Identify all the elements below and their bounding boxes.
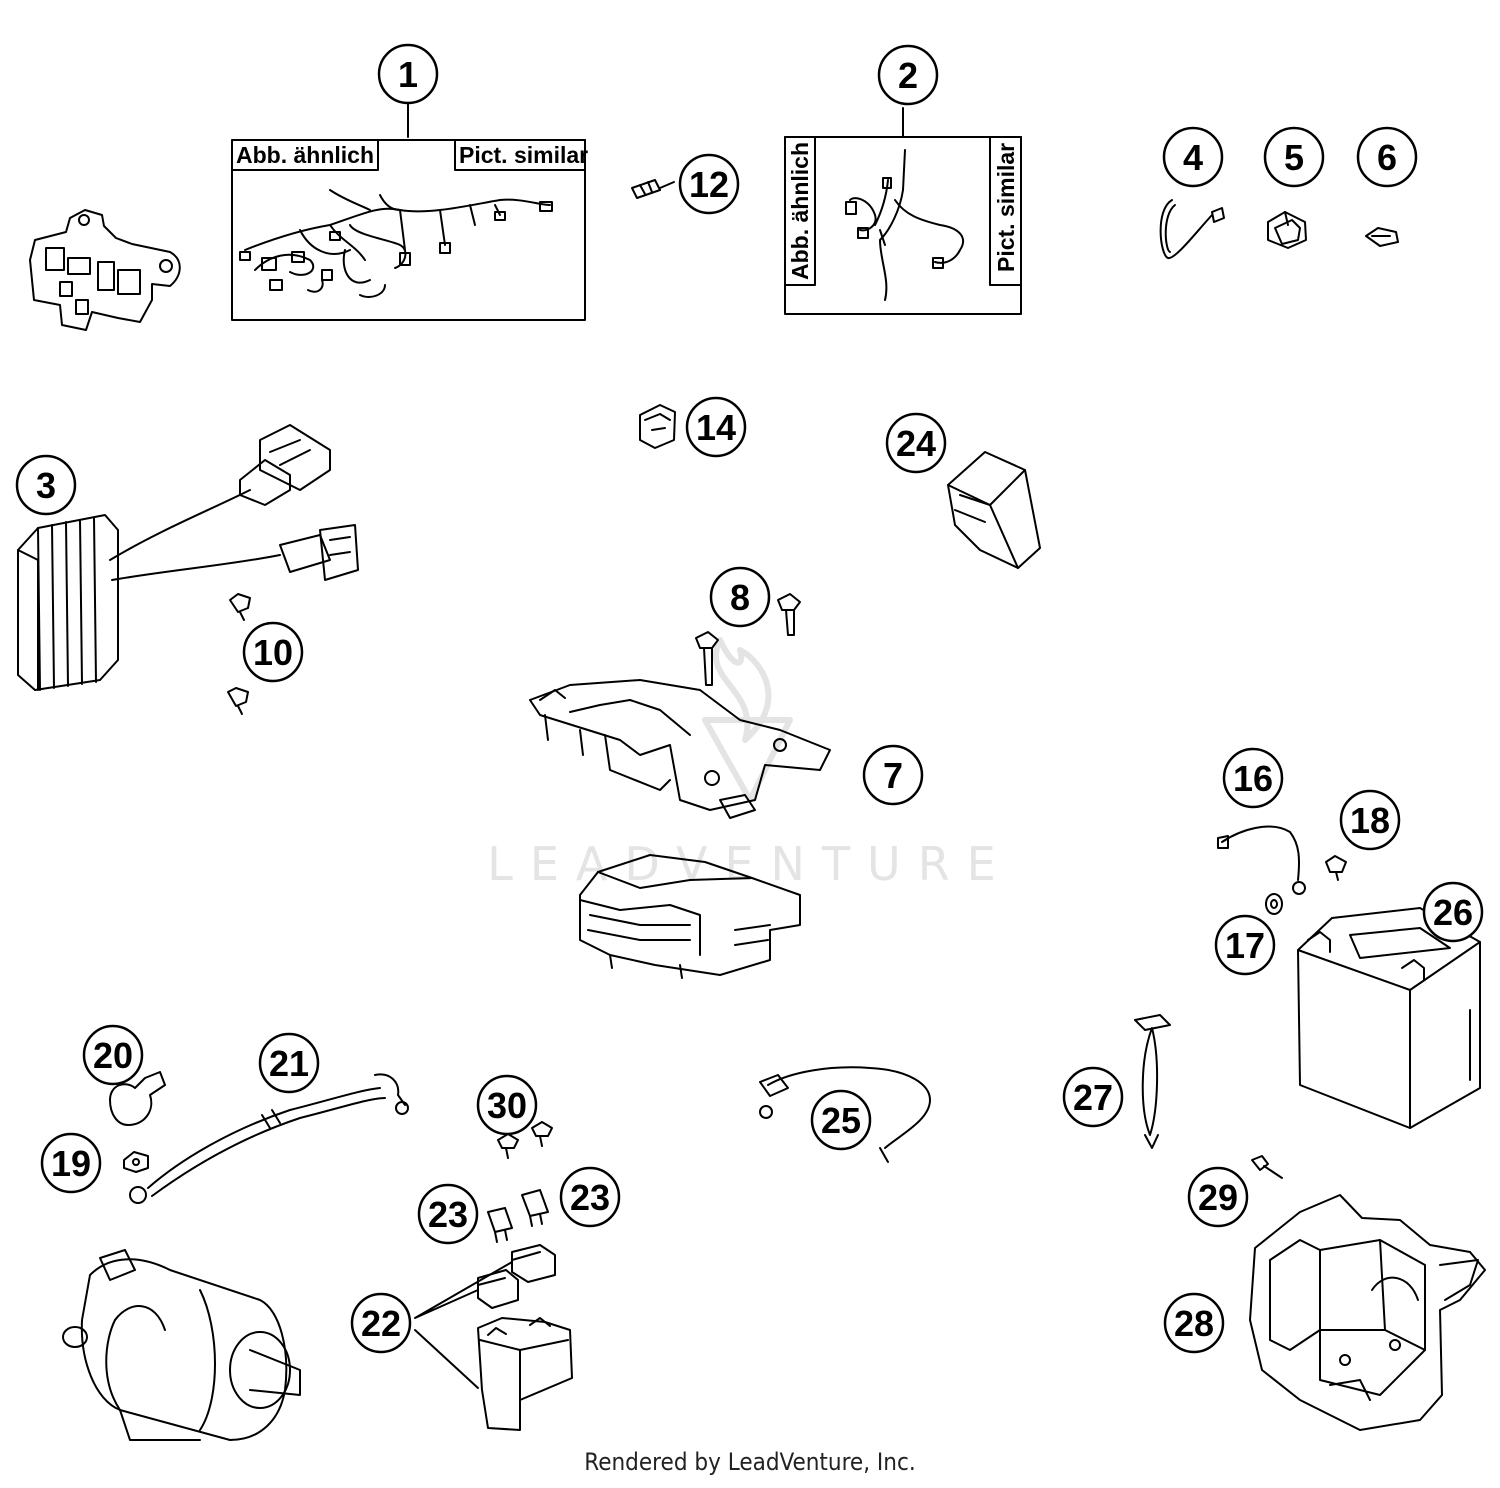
starter-cable-21-part [129,1073,409,1204]
svg-text:12: 12 [689,164,729,205]
screw-29-part [1251,1155,1283,1179]
cable-25-part [759,1066,931,1163]
svg-text:6: 6 [1377,137,1397,178]
svg-text:7: 7 [883,755,903,796]
ground-cable-16-part [1217,825,1306,895]
callout-10[interactable]: 10 [242,621,304,683]
callout-30[interactable]: 30 [476,1074,538,1136]
starter-motor-part [62,1249,301,1441]
callout-6[interactable]: 6 [1356,126,1418,188]
nut-19-part [123,1151,149,1173]
svg-text:3: 3 [36,465,56,506]
frame-1-label-right: Pict. similar [459,142,588,168]
svg-text:17: 17 [1225,925,1265,966]
callout-16[interactable]: 16 [1222,747,1284,809]
callout-7[interactable]: 7 [862,744,924,806]
callout-3[interactable]: 3 [15,454,77,516]
screw-8-part [695,593,801,686]
svg-text:25: 25 [821,1100,861,1141]
frame-1-label-left: Abb. ähnlich [236,142,374,168]
ecu-holder-7-part [529,679,831,819]
svg-text:2: 2 [898,55,918,96]
svg-text:20: 20 [93,1035,133,1076]
callout-14[interactable]: 14 [685,396,747,458]
cable-tie-4-part [1159,199,1225,259]
callout-5[interactable]: 5 [1263,126,1325,188]
frame-1-wiring-harness [231,103,586,321]
connector-14-part [639,404,676,449]
svg-text:4: 4 [1183,137,1203,178]
svg-text:28: 28 [1174,1303,1214,1344]
callout-26[interactable]: 26 [1422,881,1484,943]
callout-1[interactable]: 1 [377,43,439,105]
watermark-logo-icon [702,637,793,803]
svg-text:23: 23 [570,1177,610,1218]
clip-6-part [1365,227,1399,247]
svg-text:24: 24 [896,423,936,464]
callout-28[interactable]: 28 [1163,1292,1225,1354]
svg-text:18: 18 [1350,800,1390,841]
cap-20-part [109,1071,166,1126]
callout-19[interactable]: 19 [40,1132,102,1194]
callout-21[interactable]: 21 [258,1032,320,1094]
callout-22[interactable]: 22 [350,1292,412,1354]
svg-text:26: 26 [1433,892,1473,933]
callout-23-right[interactable]: 23 [559,1166,621,1228]
callout-24[interactable]: 24 [885,412,947,474]
svg-text:14: 14 [696,407,736,448]
callout-12[interactable]: 12 [678,153,740,215]
callout-25[interactable]: 25 [810,1089,872,1151]
washer-17-part [1265,893,1283,915]
bracket-part [29,209,181,331]
svg-text:10: 10 [253,632,293,673]
strap-27-part [1134,1014,1171,1149]
svg-text:27: 27 [1073,1077,1113,1118]
svg-text:16: 16 [1233,758,1273,799]
callout-18[interactable]: 18 [1339,789,1401,851]
credit-line: Rendered by LeadVenture, Inc. [584,1448,916,1476]
svg-text:5: 5 [1284,137,1304,178]
watermark-text: LEADVENTURE [487,837,1013,891]
screw-10-part [227,593,251,715]
relay-22-part [414,1244,573,1431]
callout-4[interactable]: 4 [1162,126,1224,188]
callout-17[interactable]: 17 [1214,914,1276,976]
frame-2-label-left: Abb. ähnlich [787,142,813,280]
voltage-regulator-3-part [17,424,359,691]
fuse-23-part [487,1189,549,1243]
svg-text:1: 1 [398,54,418,95]
callout-23-left[interactable]: 23 [417,1183,479,1245]
callout-29[interactable]: 29 [1187,1166,1249,1228]
svg-text:22: 22 [361,1303,401,1344]
frame-2-label-right: Pict. similar [993,143,1019,272]
ecu-unit-part [579,854,801,979]
clip-5-part [1267,211,1307,249]
connector-12-part [631,179,675,199]
svg-text:21: 21 [269,1043,309,1084]
battery-box-28-part [1249,1194,1486,1431]
callout-2[interactable]: 2 [877,44,939,106]
svg-text:23: 23 [428,1194,468,1235]
svg-text:29: 29 [1198,1177,1238,1218]
frame-2-sub-harness [784,107,1022,315]
callout-27[interactable]: 27 [1062,1066,1124,1128]
callout-20[interactable]: 20 [82,1024,144,1086]
callout-8[interactable]: 8 [709,566,771,628]
svg-text:30: 30 [487,1085,527,1126]
svg-text:19: 19 [51,1143,91,1184]
relay-box-24-part [947,451,1041,569]
battery-26-part [1297,907,1481,1129]
svg-text:8: 8 [730,577,750,618]
screw-18-part [1325,855,1347,881]
